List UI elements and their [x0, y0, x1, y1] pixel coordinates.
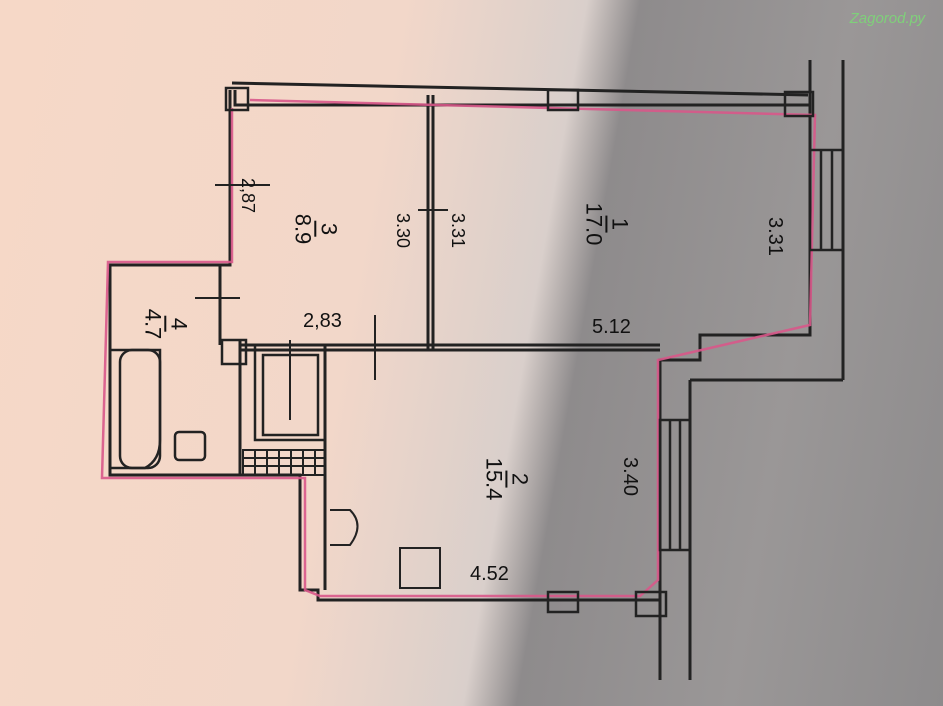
dim-room2-width: 3.40 — [618, 457, 641, 496]
stove-symbol — [330, 509, 441, 589]
room-4-area: 4.7 — [140, 308, 166, 340]
watermark-text: Zagorod.ру — [849, 10, 925, 27]
pillars — [220, 86, 815, 618]
toilet — [173, 430, 207, 462]
room-1-number: 1 — [605, 215, 633, 233]
bathtub — [108, 348, 162, 470]
pillar — [546, 590, 580, 614]
room-1-label: 1 17.0 — [581, 202, 633, 246]
pillar — [546, 88, 580, 112]
room-3-area: 8.9 — [290, 213, 316, 245]
windows — [658, 148, 845, 552]
pillar — [634, 590, 668, 618]
room-2-label: 2 15.4 — [481, 457, 533, 501]
room-4-number: 4 — [164, 315, 192, 333]
bathroom-fixtures — [108, 343, 327, 470]
dimension-ticks — [195, 184, 448, 420]
pillar — [783, 90, 815, 118]
room-2-number: 2 — [505, 470, 533, 488]
dim-wall-width: 3.31 — [448, 212, 469, 249]
interior-walls — [218, 95, 660, 590]
dim-room2-length: 4.52 — [470, 563, 509, 585]
room-4-label: 4 4.7 — [140, 308, 192, 340]
room-3-label: 3 8.9 — [290, 213, 342, 245]
pillar — [224, 86, 250, 112]
dim-room3-width: 3.30 — [393, 212, 414, 249]
outer-walls — [108, 60, 845, 680]
dim-room1-width: 3.31 — [763, 217, 786, 256]
window-room2 — [658, 418, 692, 552]
dim-room3-length: 2,87 — [238, 177, 259, 214]
dim-hall-length: 2,83 — [303, 310, 342, 332]
pillar — [220, 338, 248, 366]
room-3-number: 3 — [314, 220, 342, 238]
highlight-outline — [100, 98, 817, 598]
vent-grid — [242, 449, 326, 476]
window-room1 — [808, 148, 845, 252]
room-1-area: 17.0 — [581, 202, 607, 246]
dim-room1-length: 5.12 — [592, 316, 631, 338]
room-2-area: 15.4 — [481, 457, 507, 501]
